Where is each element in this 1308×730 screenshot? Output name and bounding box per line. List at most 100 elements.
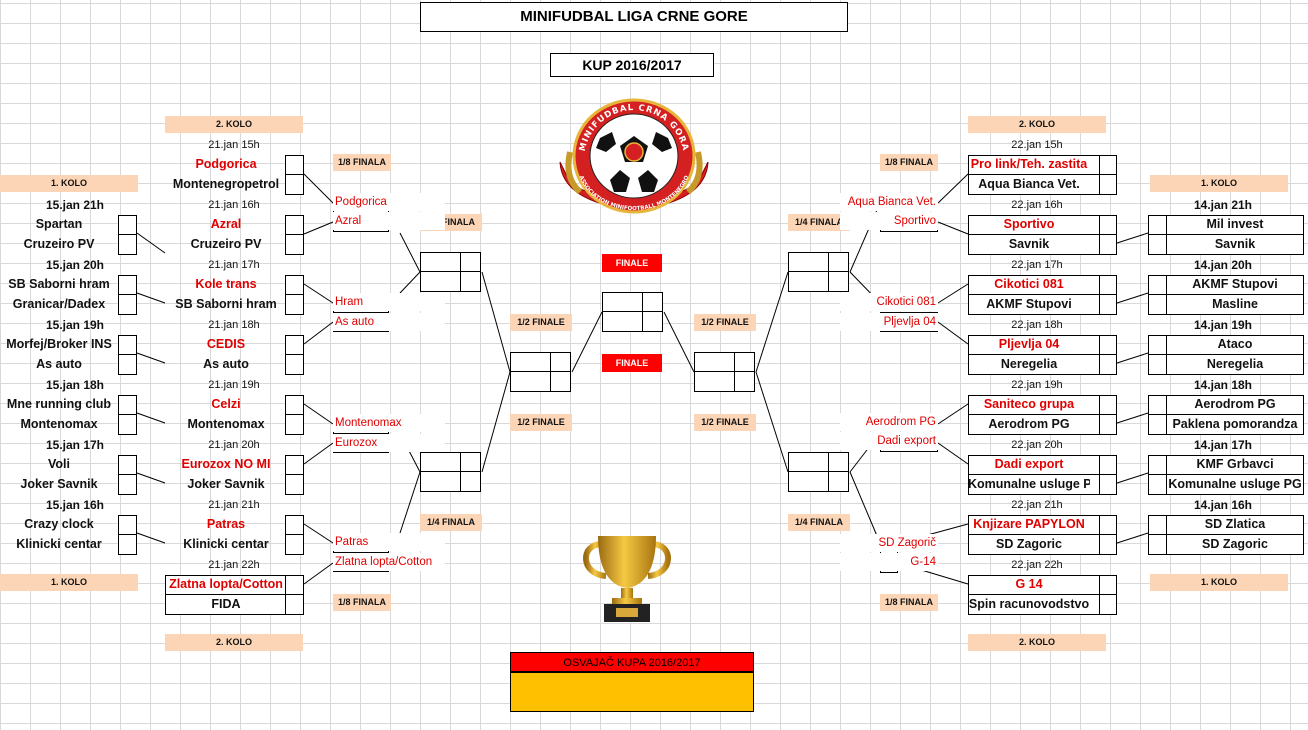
right-quarter-top-away-score[interactable] <box>828 271 849 292</box>
right-round2-away-main[interactable] <box>968 234 1100 255</box>
left-round1-home-score[interactable] <box>118 395 137 416</box>
left-quarter-top-away-main[interactable] <box>420 271 462 292</box>
right-round2-away-main[interactable] <box>968 294 1100 315</box>
left-quarter-bottom-away-main[interactable] <box>420 471 462 492</box>
right-round2-away-score[interactable] <box>1098 594 1117 615</box>
right-round1-home-score[interactable] <box>1148 275 1167 296</box>
right-round1-away-main[interactable] <box>1166 474 1304 495</box>
final-away-score[interactable] <box>642 311 663 332</box>
right-round2-away-main[interactable] <box>968 414 1100 435</box>
right-round1-home-score[interactable] <box>1148 515 1167 536</box>
left-quarter-top-away-score[interactable] <box>460 271 481 292</box>
left-round1-away-score[interactable] <box>118 414 137 435</box>
left-semi-home-main[interactable] <box>510 352 552 373</box>
left-round1-home-score[interactable] <box>118 515 137 536</box>
right-round2-away-score[interactable] <box>1098 294 1117 315</box>
left-round2-away-score[interactable] <box>285 534 304 555</box>
left-round1-away-score[interactable] <box>118 294 137 315</box>
left-round2-home-score[interactable] <box>285 575 304 596</box>
left-round2-home-score[interactable] <box>285 335 304 356</box>
right-quarter-top-home-score[interactable] <box>828 252 849 273</box>
right-semi-home-main[interactable] <box>694 352 736 373</box>
left-round1-home-score[interactable] <box>118 215 137 236</box>
left-round2-home-score[interactable] <box>285 275 304 296</box>
right-round2-home-score[interactable] <box>1098 515 1117 536</box>
right-round2-home-score[interactable] <box>1098 575 1117 596</box>
right-round1-away-score[interactable] <box>1148 534 1167 555</box>
right-round1-home-score[interactable] <box>1148 215 1167 236</box>
left-quarter-top-home-main[interactable] <box>420 252 462 273</box>
left-round1-away-score[interactable] <box>118 354 137 375</box>
right-round2-away-score[interactable] <box>1098 414 1117 435</box>
left-round2-home-score[interactable] <box>285 515 304 536</box>
left-round2-away-score[interactable] <box>285 354 304 375</box>
left-semi-away-main[interactable] <box>510 371 552 392</box>
right-round2-away-main[interactable] <box>968 534 1100 555</box>
right-round1-away-main[interactable] <box>1166 354 1304 375</box>
left-round2-away-score[interactable] <box>285 174 304 195</box>
left-round2-home-score[interactable] <box>285 455 304 476</box>
left-round2-home-score[interactable] <box>285 155 304 176</box>
right-round2-home-score[interactable] <box>1098 455 1117 476</box>
left-round2-away-team: Montenomax <box>187 417 265 431</box>
final-home-score[interactable] <box>642 292 663 313</box>
right-round1-away-main[interactable] <box>1166 234 1304 255</box>
right-quarter-bottom-home-score[interactable] <box>828 452 849 473</box>
right-round1-home-score[interactable] <box>1148 395 1167 416</box>
left-quarter-top-home-score[interactable] <box>460 252 481 273</box>
right-round1-away-main[interactable] <box>1166 534 1304 555</box>
right-quarter-bottom-home-main[interactable] <box>788 452 830 473</box>
right-round1-away-score[interactable] <box>1148 474 1167 495</box>
right-round1-away-score[interactable] <box>1148 234 1167 255</box>
left-round2-away-score[interactable] <box>285 234 304 255</box>
right-quarter-top-away-main[interactable] <box>788 271 830 292</box>
left-round2-away-score[interactable] <box>285 474 304 495</box>
right-round2-away-score[interactable] <box>1098 234 1117 255</box>
right-semi-home-score[interactable] <box>734 352 755 373</box>
left-round1-home-score[interactable] <box>118 275 137 296</box>
right-quarter-bottom-away-score[interactable] <box>828 471 849 492</box>
left-quarter-bottom-home-score[interactable] <box>460 452 481 473</box>
left-round2-home-score[interactable] <box>285 215 304 236</box>
right-round2-home-score[interactable] <box>1098 335 1117 356</box>
left-round2-home-score[interactable] <box>285 395 304 416</box>
right-round2-away-main[interactable] <box>968 594 1100 615</box>
right-quarter-top-home-main[interactable] <box>788 252 830 273</box>
right-round2-home-score[interactable] <box>1098 215 1117 236</box>
right-round2-away-main[interactable] <box>968 174 1100 195</box>
left-semi-home-score[interactable] <box>550 352 571 373</box>
left-round1-away-score[interactable] <box>118 234 137 255</box>
right-round2-away-main[interactable] <box>968 354 1100 375</box>
left-semi-away-score[interactable] <box>550 371 571 392</box>
left-round2-away-score[interactable] <box>285 414 304 435</box>
final-away-main[interactable] <box>602 311 644 332</box>
right-round1-away-main[interactable] <box>1166 294 1304 315</box>
right-semi-away-main[interactable] <box>694 371 736 392</box>
right-round1-away-score[interactable] <box>1148 294 1167 315</box>
right-round2-away-score[interactable] <box>1098 474 1117 495</box>
right-quarter-bottom-away-main[interactable] <box>788 471 830 492</box>
cup-winner-field[interactable] <box>510 672 754 712</box>
right-round2-away-score[interactable] <box>1098 534 1117 555</box>
right-round1-away-score[interactable] <box>1148 354 1167 375</box>
left-round1-away-score[interactable] <box>118 474 137 495</box>
right-round2-home-score[interactable] <box>1098 155 1117 176</box>
right-semi-away-score[interactable] <box>734 371 755 392</box>
left-round2-away-score[interactable] <box>285 594 304 615</box>
left-round1-away-score[interactable] <box>118 534 137 555</box>
right-round1-home-score[interactable] <box>1148 335 1167 356</box>
right-round2-away-score[interactable] <box>1098 354 1117 375</box>
right-round2-away-score[interactable] <box>1098 174 1117 195</box>
left-quarter-bottom-away-score[interactable] <box>460 471 481 492</box>
left-round1-home-score[interactable] <box>118 455 137 476</box>
left-round1-home-score[interactable] <box>118 335 137 356</box>
left-quarter-bottom-home-main[interactable] <box>420 452 462 473</box>
right-round1-away-score[interactable] <box>1148 414 1167 435</box>
left-round2-away-score[interactable] <box>285 294 304 315</box>
right-round1-away-main[interactable] <box>1166 414 1304 435</box>
final-home-main[interactable] <box>602 292 644 313</box>
right-round2-home-score[interactable] <box>1098 395 1117 416</box>
right-round2-away-main[interactable] <box>968 474 1100 495</box>
right-round2-home-score[interactable] <box>1098 275 1117 296</box>
right-round1-home-score[interactable] <box>1148 455 1167 476</box>
